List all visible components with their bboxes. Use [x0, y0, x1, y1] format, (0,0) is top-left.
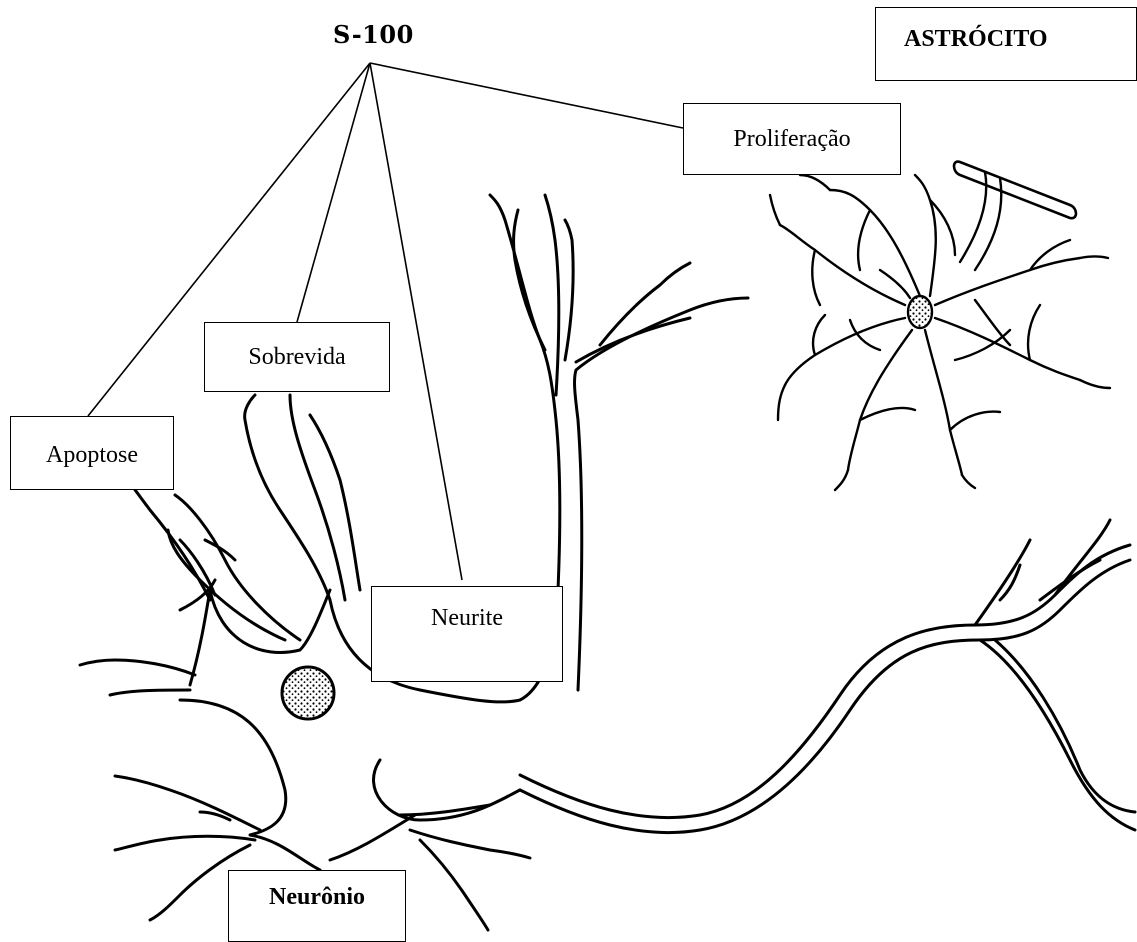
- neurite-label: Neurite: [431, 605, 503, 632]
- neurite-label-box: Neurite: [371, 586, 563, 682]
- connector-proliferacao: [370, 63, 683, 128]
- neuron-illustration: [80, 195, 1135, 930]
- proliferation-label-box: Proliferação: [683, 103, 901, 175]
- astrocyte-illustration: [770, 162, 1110, 490]
- astrocyte-label: ASTRÓCITO: [904, 26, 1048, 53]
- connector-sobrevida: [297, 63, 370, 322]
- apoptosis-label-box: Apoptose: [10, 416, 174, 490]
- neuron-label-box: Neurônio: [228, 870, 406, 942]
- neuron-label: Neurônio: [269, 884, 365, 911]
- neuron-nucleus: [282, 667, 334, 719]
- astrocyte-label-box: ASTRÓCITO: [875, 7, 1137, 81]
- proliferation-label: Proliferação: [733, 126, 850, 153]
- astrocyte-nucleus: [908, 296, 932, 328]
- survival-label-box: Sobrevida: [204, 322, 390, 392]
- blood-vessel: [954, 162, 1076, 219]
- survival-label: Sobrevida: [248, 344, 345, 371]
- apoptosis-label: Apoptose: [46, 442, 138, 469]
- s100-title: S-100: [333, 20, 414, 49]
